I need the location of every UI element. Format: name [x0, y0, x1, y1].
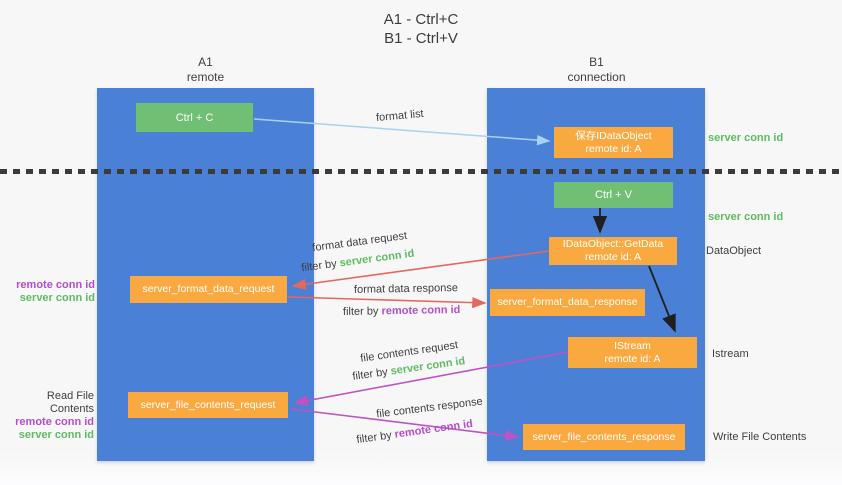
node-ctrl-v-label: Ctrl + V [595, 189, 632, 201]
lane-a1-name: A1 [198, 55, 213, 69]
getdata-line1: IDataObject::GetData [562, 238, 664, 250]
istream-side-label: Istream [712, 348, 749, 360]
diagram-title: A1 - Ctrl+C B1 - Ctrl+V [0, 10, 842, 48]
lane-header-b1: B1 connection [488, 55, 705, 85]
node-istream: IStream remote id: A [568, 337, 697, 368]
format-request-conn-id-stack: remote conn id server conn id [5, 279, 95, 305]
server-conn-id-label-top: server conn id [708, 132, 784, 144]
read-file-contents-label: Read File Contents [46, 390, 94, 415]
title-line-1: A1 - Ctrl+C [383, 11, 459, 28]
getdata-line2: remote id: A [584, 251, 642, 263]
format-response-label: server_format_data_response [497, 296, 638, 308]
format-list-label: format list [375, 107, 425, 125]
istream-line1: IStream [614, 339, 651, 352]
save-idataobject-line2: remote id: A [585, 142, 642, 155]
node-server-format-data-response: server_format_data_response [490, 289, 645, 316]
lane-b1-name: B1 [589, 55, 604, 69]
filter-by-remote-conn-id-label-1: filter by remote conn id [343, 304, 461, 318]
file-contents-response-label: file contents response [375, 395, 484, 421]
write-file-contents-label: Write File Contents [713, 431, 807, 443]
node-server-format-data-request: server_format_data_request [130, 276, 287, 303]
istream-line2: remote id: A [604, 352, 661, 365]
file-request-conn-id-stack: Read File Contents remote conn id server… [0, 390, 94, 442]
node-idataobject-getdata: IDataObject::GetData remote id: A [549, 237, 677, 265]
machine-boundary-dashed-line [0, 169, 842, 174]
lane-header-a1: A1 remote [97, 55, 314, 85]
lane-b1-role: connection [567, 70, 626, 84]
server-conn-id-label: server conn id [18, 429, 94, 441]
filter-by-remote-conn-id-label-2: filter by remote conn id [356, 418, 474, 446]
filter-by-text: filter by [351, 365, 392, 383]
node-ctrl-c-label: Ctrl + C [175, 111, 214, 124]
file-response-label: server_file_contents_response [532, 430, 676, 443]
node-server-file-contents-response: server_file_contents_response [523, 424, 685, 450]
server-conn-id-label-mid: server conn id [708, 211, 784, 223]
filter-by-text: filter by [355, 428, 396, 447]
node-ctrl-c: Ctrl + C [136, 103, 253, 132]
server-conn-id-text: server conn id [338, 247, 416, 270]
server-conn-id-label: server conn id [19, 292, 95, 304]
lane-a1-role: remote [186, 70, 225, 84]
remote-conn-id-text: remote conn id [381, 303, 461, 318]
format-request-label: server_format_data_request [142, 283, 275, 295]
node-server-file-contents-request: server_file_contents_request [128, 392, 288, 418]
dataobject-label: DataObject [706, 245, 762, 257]
remote-conn-id-label: remote conn id [16, 279, 95, 291]
save-idataobject-line1: 保存IDataObject [575, 129, 652, 142]
file-request-label: server_file_contents_request [140, 398, 276, 411]
remote-conn-id-text: remote conn id [393, 417, 474, 441]
title-line-2: B1 - Ctrl+V [384, 30, 458, 47]
arrow-format-data-response [287, 296, 487, 309]
remote-conn-id-label: remote conn id [15, 416, 94, 428]
node-ctrl-v: Ctrl + V [554, 182, 673, 208]
node-save-idataobject: 保存IDataObject remote id: A [554, 127, 673, 158]
format-data-response-label: format data response [353, 282, 459, 296]
filter-by-text: filter by [342, 305, 382, 319]
